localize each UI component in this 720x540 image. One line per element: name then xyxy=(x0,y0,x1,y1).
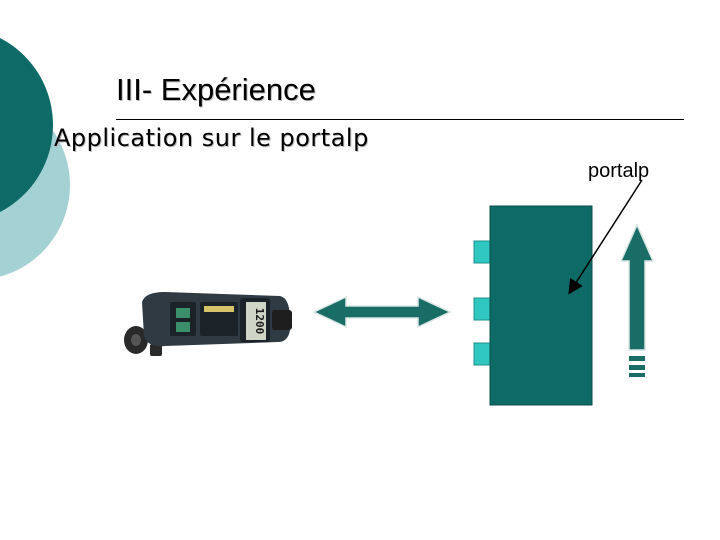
portalp-tab-top xyxy=(473,240,492,264)
portalp-body xyxy=(489,205,593,406)
portalp-tab-bottom xyxy=(473,342,492,366)
slide-title: III- Expérience xyxy=(116,72,316,107)
corner-circle-dark xyxy=(0,37,53,213)
up-arrow-dash-1 xyxy=(629,356,645,361)
up-arrow-icon xyxy=(619,223,655,377)
up-arrow-dash-3 xyxy=(629,373,645,377)
tachometer-device-icon: 1200 xyxy=(124,292,292,356)
tachometer-readout: 1200 xyxy=(253,308,266,335)
double-arrow-icon xyxy=(312,295,452,329)
portalp-box xyxy=(473,205,593,406)
title-divider xyxy=(116,119,684,120)
portalp-tab-middle xyxy=(473,297,492,321)
callout-pointer-arrow xyxy=(568,179,643,295)
up-arrow-dash-2 xyxy=(629,365,645,370)
slide-subtitle: Application sur le portalp xyxy=(54,124,369,152)
portalp-callout-label: portalp xyxy=(588,160,650,182)
